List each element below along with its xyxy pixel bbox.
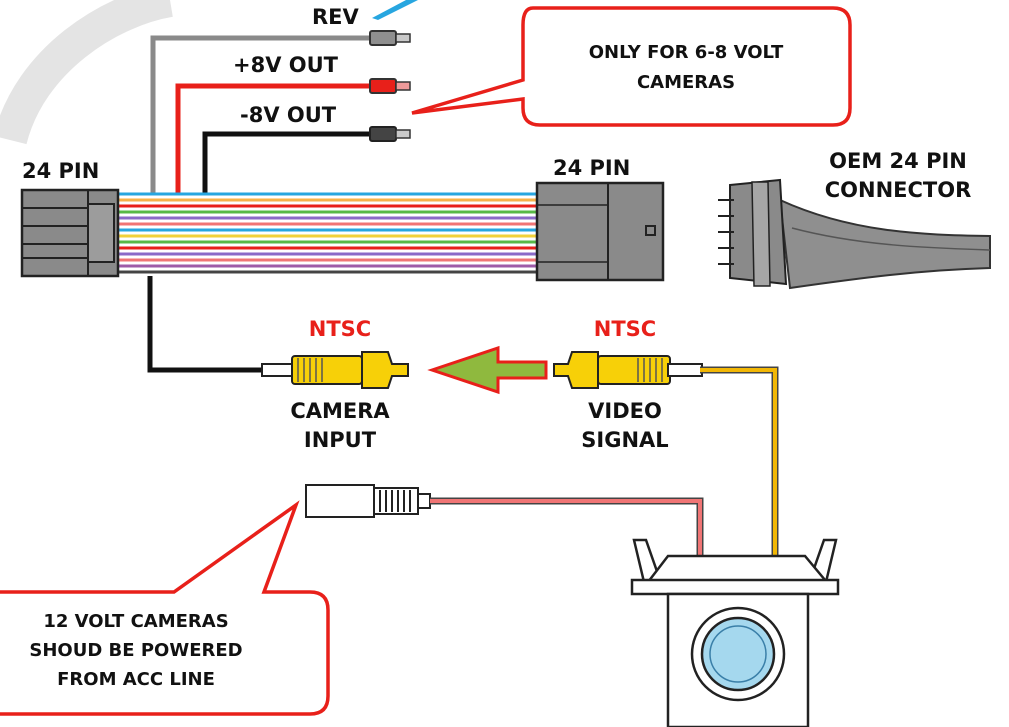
video-signal-rca-connector — [553, 351, 703, 389]
volt-callout-bubble — [411, 6, 852, 127]
acc-callout-line1: 12 VOLT CAMERAS — [43, 611, 228, 632]
right-pin-label: 24 PIN — [553, 156, 630, 180]
rev-wire-tip — [395, 33, 411, 43]
left-arrow-icon — [427, 345, 548, 395]
plus8v-wire-terminal — [369, 78, 397, 94]
camera-input-rca-connector — [261, 351, 409, 389]
wire-harness-ribbon — [115, 192, 537, 274]
left-pin-label: 24 PIN — [22, 159, 99, 183]
watermark-arc — [0, 0, 174, 145]
minus8v-wire — [202, 131, 372, 193]
rev-label: REV — [312, 5, 360, 29]
video-wire-outline — [700, 366, 779, 560]
minus8v-wire-terminal — [369, 126, 397, 142]
acc-callout-line2: SHOUD BE POWERED — [29, 640, 242, 661]
video-signal-line1: VIDEO — [588, 399, 662, 423]
camera-input-line1: CAMERA — [290, 399, 390, 423]
video-signal-line2: SIGNAL — [581, 428, 668, 452]
acc-callout-bubble — [0, 500, 330, 716]
rev-pointer-icon — [372, 0, 418, 20]
minus8v-wire-tip — [395, 129, 411, 139]
minus8v-label: -8V OUT — [240, 103, 337, 127]
volt-callout-line1: ONLY FOR 6-8 VOLT — [589, 42, 784, 63]
camera-input-wire — [147, 276, 266, 373]
camera-input-line2: INPUT — [304, 428, 377, 452]
ntsc-right-label: NTSC — [594, 317, 656, 341]
oem-label-line1: OEM 24 PIN — [829, 149, 967, 173]
power-barrel-connector — [305, 484, 431, 518]
volt-callout-line2: CAMERAS — [637, 72, 735, 93]
plus8v-label: +8V OUT — [233, 53, 339, 77]
plus8v-wire — [175, 83, 372, 193]
power-wire — [430, 499, 702, 560]
rev-wire-terminal — [369, 30, 397, 46]
oem-label-line2: CONNECTOR — [825, 178, 972, 202]
camera-lens-icon — [690, 606, 786, 702]
plus8v-wire-tip — [395, 81, 411, 91]
acc-callout-line3: FROM ACC LINE — [57, 669, 215, 690]
right-24-pin-connector — [535, 181, 665, 282]
video-wire — [700, 368, 777, 560]
oem-24-pin-connector — [718, 178, 991, 290]
power-wire-outline — [430, 497, 704, 560]
left-24-pin-connector — [20, 188, 120, 278]
rev-wire — [150, 35, 372, 193]
ntsc-left-label: NTSC — [309, 317, 371, 341]
